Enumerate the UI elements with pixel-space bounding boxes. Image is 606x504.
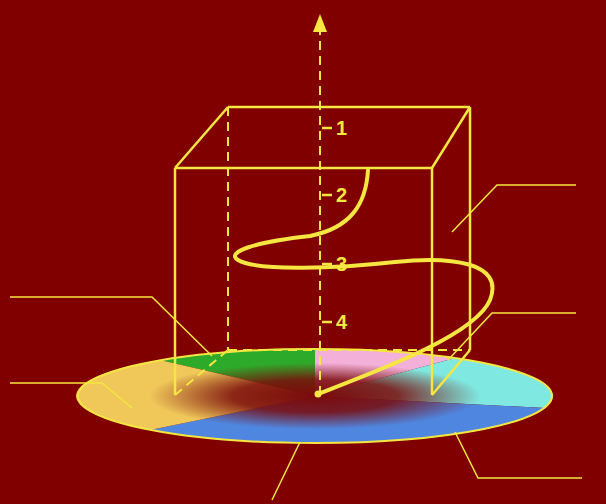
hidden-edges <box>175 107 470 395</box>
callout-number: 1 <box>336 117 347 139</box>
spiral-end <box>315 391 322 398</box>
axis <box>319 30 321 395</box>
spiral <box>235 170 493 394</box>
leader-lines <box>10 185 582 500</box>
disk-outline <box>78 349 552 443</box>
center-shade <box>78 349 552 443</box>
callout-number: 3 <box>336 253 347 275</box>
axis-ticks <box>322 128 332 322</box>
callout-number: 2 <box>336 184 347 206</box>
callout-number: 4 <box>336 311 347 333</box>
cube <box>175 107 470 395</box>
axis-arrowhead <box>313 14 327 32</box>
